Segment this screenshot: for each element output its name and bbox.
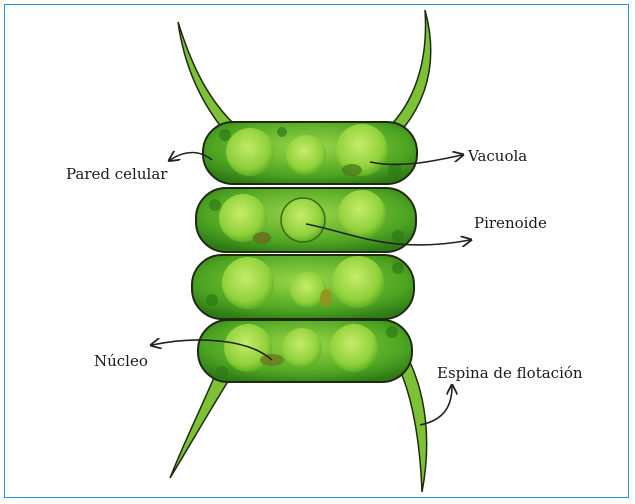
- spine-bottom-left: [170, 368, 232, 478]
- label-vacuola: Vacuola: [468, 147, 527, 165]
- label-pared-celular: Pared celular: [66, 165, 167, 183]
- label-espina-flotacion: Espina de flotación: [437, 364, 583, 382]
- cell-4: [198, 320, 412, 382]
- label-nucleo: Núcleo: [94, 352, 148, 370]
- cell-1: [203, 122, 417, 184]
- spine-top-left: [178, 22, 232, 128]
- spine-top-right: [392, 10, 431, 130]
- label-pirenoide: Pirenoide: [474, 214, 547, 232]
- cell-3: [192, 255, 414, 319]
- spine-bottom-right: [398, 362, 427, 492]
